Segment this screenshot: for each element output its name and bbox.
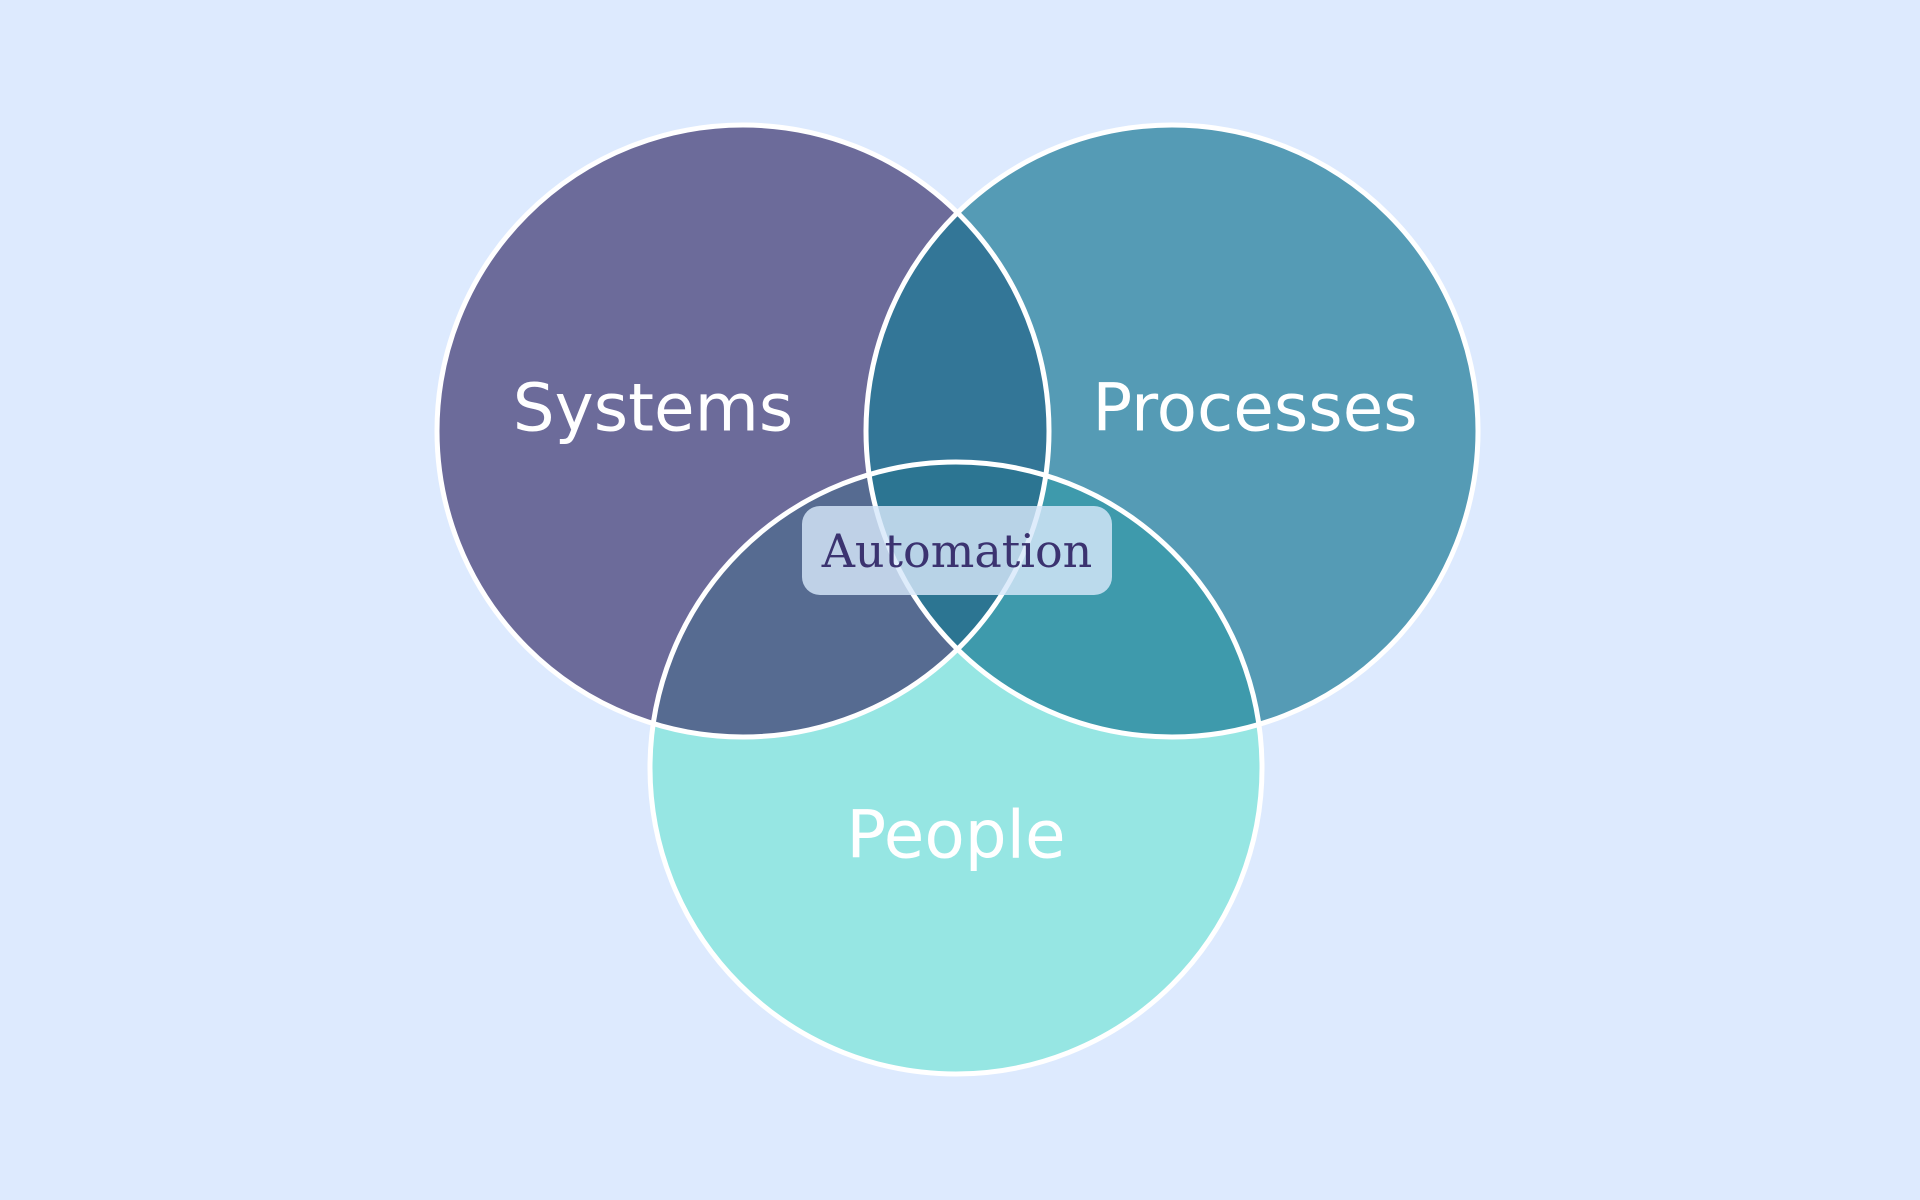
automation-label: Automation bbox=[821, 523, 1093, 578]
processes-label: Processes bbox=[1092, 369, 1418, 447]
systems-people-overlap bbox=[650, 462, 1049, 737]
systems-label: Systems bbox=[512, 369, 794, 447]
people-label: People bbox=[846, 796, 1066, 874]
processes-people-overlap bbox=[866, 462, 1262, 737]
circle-outlines bbox=[434, 122, 1481, 1077]
automation-label-box: Automation bbox=[802, 506, 1112, 595]
